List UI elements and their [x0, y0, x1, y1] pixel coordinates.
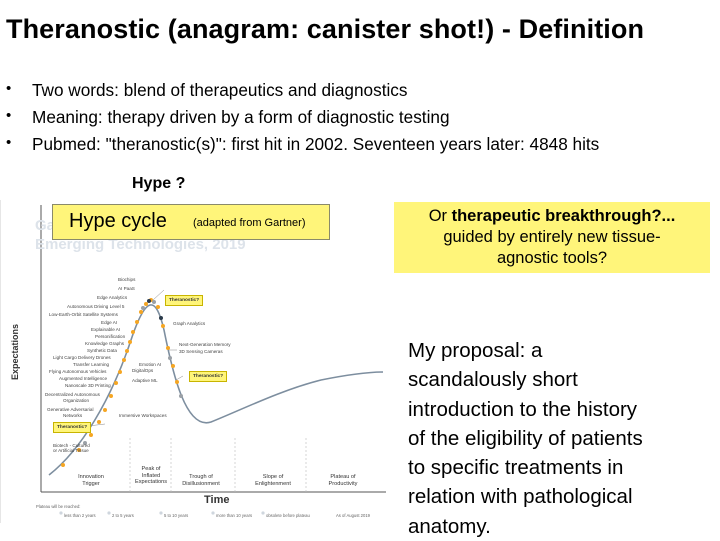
tech-label: Biotech - Cultured	[53, 443, 90, 448]
tech-label: Light Cargo Delivery Drones	[53, 355, 111, 360]
proposal-text: My proposal: a scandalously short introd…	[408, 336, 643, 541]
hype-question: Hype ?	[132, 175, 186, 192]
tech-label: Organization	[63, 398, 90, 403]
hype-cycle-callout: Hype cycle (adapted from Gartner)	[52, 204, 330, 240]
y-axis-label: Expectations	[10, 323, 20, 381]
chart-bg-subtitle: Emerging Technologies, 2019	[35, 236, 246, 253]
proposal-line: to specific treatments in	[408, 456, 624, 480]
tech-label: Personification	[95, 334, 126, 339]
hype-cycle-title: Hype cycle	[69, 210, 167, 232]
tech-label: Autonomous Driving Level 5	[67, 304, 125, 309]
bullet-list: Two words: blend of therapeutics and dia…	[0, 80, 599, 161]
legend-item: more than 10 years	[216, 513, 253, 518]
tech-label: AI PaaS	[118, 286, 135, 291]
proposal-line: My proposal: a	[408, 339, 543, 362]
theranostic-tag: Theranostic?	[165, 295, 204, 306]
tech-label: Emotion AI	[139, 362, 162, 367]
proposal-line: of the eligibility of patients	[408, 426, 643, 450]
tech-label: Decentralized Autonomous	[45, 392, 100, 397]
tech-label: Synthetic Data	[87, 348, 117, 353]
legend-item: obsolete before plateau	[266, 513, 310, 518]
proposal-line: introduction to the history	[408, 397, 638, 421]
tech-label: Adaptive ML	[132, 378, 158, 383]
theranostic-tag: Theranostic?	[189, 371, 228, 382]
tech-label: Knowledge Graphs	[85, 341, 125, 346]
legend-date: As of August 2019	[336, 513, 370, 518]
tech-label: Explainable AI	[91, 327, 121, 332]
tech-label: Next-Generation Memory	[179, 342, 231, 347]
tech-label: Low-Earth-Orbit Satellite Systems	[49, 312, 118, 317]
breakthrough-line: agnostic tools?	[496, 249, 608, 267]
slide-title: Theranostic (anagram: canister shot!) - …	[6, 14, 645, 44]
tech-label: Immersive Workspaces	[119, 413, 167, 418]
tech-label: Transfer Learning	[73, 362, 110, 367]
tech-label: Networks	[63, 413, 83, 418]
tech-label: Augmented Intelligence	[59, 376, 108, 381]
tech-label: Generative Adversarial	[47, 407, 94, 412]
legend-item: 2 to 5 years	[112, 513, 134, 518]
x-axis-label: Time	[204, 494, 230, 506]
breakthrough-bold: therapeutic breakthrough?...	[451, 207, 676, 225]
hype-cycle-chart: Gartner Emerging Technologies, 2019 Bioc…	[0, 200, 386, 523]
tech-label: Flying Autonomous Vehicles	[49, 369, 107, 374]
tech-label: Graph Analytics	[173, 321, 206, 326]
breakthrough-line: guided by entirely new tissue-	[443, 228, 661, 246]
legend-item: less than 2 years	[64, 513, 96, 518]
proposal-line: scandalously short	[408, 368, 578, 392]
tech-label: Nanoscale 3D Printing	[65, 383, 111, 388]
tech-label: or Artificial Tissue	[53, 448, 89, 453]
breakthrough-lead: Or	[428, 207, 452, 225]
proposal-line: relation with pathological	[408, 485, 633, 509]
bullet-item: Pubmed: "theranostic(s)": first hit in 2…	[0, 134, 599, 161]
bullet-item: Two words: blend of therapeutics and dia…	[0, 80, 599, 107]
bullet-item: Meaning: therapy driven by a form of dia…	[0, 107, 599, 134]
breakthrough-callout: Or therapeutic breakthrough?... guided b…	[394, 202, 710, 273]
tech-label: DigitalOps	[132, 368, 154, 373]
hype-curve-graphic	[40, 205, 386, 515]
theranostic-tag: Theranostic?	[53, 422, 92, 433]
tech-label: Edge AI	[101, 320, 118, 325]
tech-label: Biochips	[118, 277, 136, 282]
proposal-line: anatomy.	[408, 514, 491, 538]
legend-item: 5 to 10 years	[164, 513, 189, 518]
tech-label: Edge Analytics	[97, 295, 128, 300]
hype-cycle-note: (adapted from Gartner)	[193, 217, 306, 229]
legend-title: Plateau will be reached:	[36, 504, 81, 509]
tech-label: 3D Sensing Cameras	[179, 349, 223, 354]
